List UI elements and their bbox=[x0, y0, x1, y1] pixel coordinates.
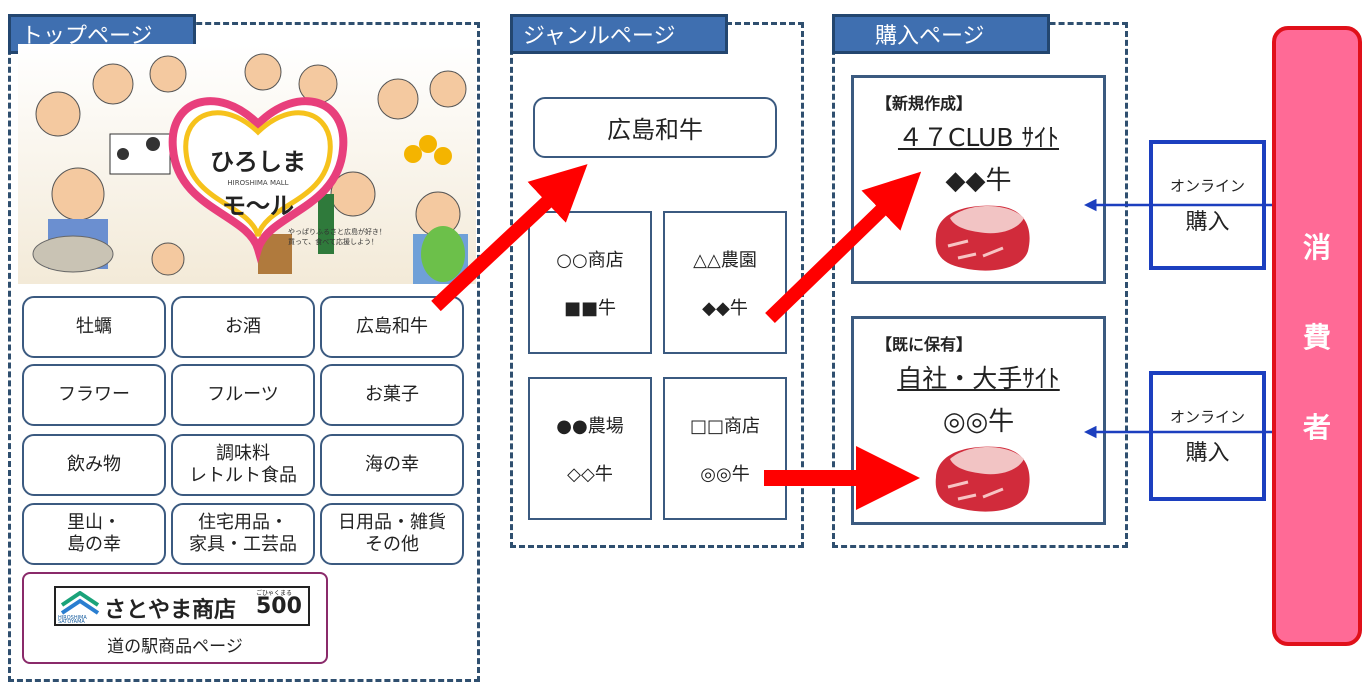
satoyama-logo: HIROSHIMA SATOYAMA さとやま商店 ごひゃくまる 500 bbox=[54, 586, 310, 626]
svg-text:HIROSHIMA MALL: HIROSHIMA MALL bbox=[227, 179, 288, 187]
satoyama-mountain-icon bbox=[60, 591, 100, 615]
category-housing-crafts[interactable]: 住宅用品・ 家具・工芸品 bbox=[171, 503, 315, 565]
category-oyster[interactable]: 牡蠣 bbox=[22, 296, 166, 358]
online-purchase-box[interactable]: オンライン 購入 bbox=[1149, 140, 1266, 270]
shop-card[interactable]: ●●農場 ◇◇牛 bbox=[528, 377, 652, 520]
beef-icon bbox=[935, 205, 1030, 271]
category-daily-goods[interactable]: 日用品・雑貨 その他 bbox=[320, 503, 464, 565]
category-flower[interactable]: フラワー bbox=[22, 364, 166, 426]
new-site-tag: 【新規作成】 bbox=[876, 94, 973, 113]
category-hiroshima-beef[interactable]: 広島和牛 bbox=[320, 296, 464, 358]
banner-tagline-2: 買って、食べて応援しよう！ bbox=[288, 237, 378, 246]
banner-tagline-1: やっぱりふるさと広島が好き！ bbox=[288, 227, 386, 236]
category-satoyama-island[interactable]: 里山・ 島の幸 bbox=[22, 503, 166, 565]
beef-icon bbox=[935, 446, 1030, 512]
category-drinks[interactable]: 飲み物 bbox=[22, 434, 166, 496]
category-seafood[interactable]: 海の幸 bbox=[320, 434, 464, 496]
online-purchase-box[interactable]: オンライン 購入 bbox=[1149, 371, 1266, 501]
satoyama-number-ruby: ごひゃくまる bbox=[256, 590, 293, 597]
new-site-product: ◆◆牛 bbox=[945, 166, 1012, 196]
existing-site-tag: 【既に保有】 bbox=[876, 335, 973, 354]
shop-product: ■■牛 bbox=[563, 297, 616, 319]
shop-name: ●●農場 bbox=[556, 415, 624, 437]
svg-text:モ〜ル: モ〜ル bbox=[222, 192, 294, 220]
svg-text:ひろしま: ひろしま bbox=[210, 148, 306, 176]
shop-card[interactable]: △△農園 ◆◆牛 bbox=[663, 211, 787, 354]
consumer-box: 消 費 者 bbox=[1272, 26, 1362, 646]
mall-banner[interactable]: ひろしま HIROSHIMA MALL モ〜ル やっぱりふるさと広島が好き！ 買… bbox=[18, 44, 476, 284]
genre-title-box[interactable]: 広島和牛 bbox=[533, 97, 777, 158]
shop-card[interactable]: ○○商店 ■■牛 bbox=[528, 211, 652, 354]
shop-product: ◎◎牛 bbox=[700, 463, 750, 485]
existing-site-box[interactable]: 【既に保有】 自社・大手ｻｲﾄ ◎◎牛 bbox=[851, 316, 1106, 525]
hiroshima-mall-logo: ひろしま HIROSHIMA MALL モ〜ル bbox=[168, 97, 348, 264]
shop-name: □□商店 bbox=[689, 415, 760, 437]
category-sake[interactable]: お酒 bbox=[171, 296, 315, 358]
satoyama-shop-banner[interactable]: HIROSHIMA SATOYAMA さとやま商店 ごひゃくまる 500 道の駅… bbox=[22, 572, 328, 664]
shop-card[interactable]: □□商店 ◎◎牛 bbox=[663, 377, 787, 520]
category-sweets[interactable]: お菓子 bbox=[320, 364, 464, 426]
category-seasonings[interactable]: 調味料 レトルト食品 bbox=[171, 434, 315, 496]
new-site-box[interactable]: 【新規作成】 ４７CLUB ｻｲﾄ ◆◆牛 bbox=[851, 75, 1106, 284]
genre-page-tab: ジャンルページ bbox=[510, 14, 728, 54]
satoyama-brand: さとやま商店 bbox=[104, 598, 237, 623]
existing-site-name: 自社・大手ｻｲﾄ bbox=[897, 364, 1060, 393]
new-site-name: ４７CLUB ｻｲﾄ bbox=[897, 123, 1060, 152]
shop-name: △△農園 bbox=[693, 249, 757, 271]
mall-banner-illustration: ひろしま HIROSHIMA MALL モ〜ル やっぱりふるさと広島が好き！ 買… bbox=[32, 53, 468, 284]
purchase-page-tab: 購入ページ bbox=[832, 14, 1050, 54]
category-fruits[interactable]: フルーツ bbox=[171, 364, 315, 426]
shop-name: ○○商店 bbox=[556, 249, 624, 271]
existing-site-product: ◎◎牛 bbox=[942, 407, 1015, 437]
satoyama-caption: 道の駅商品ページ bbox=[107, 637, 243, 657]
shop-product: ◆◆牛 bbox=[702, 297, 748, 319]
satoyama-number: 500 bbox=[256, 594, 302, 619]
shop-product: ◇◇牛 bbox=[567, 463, 613, 485]
